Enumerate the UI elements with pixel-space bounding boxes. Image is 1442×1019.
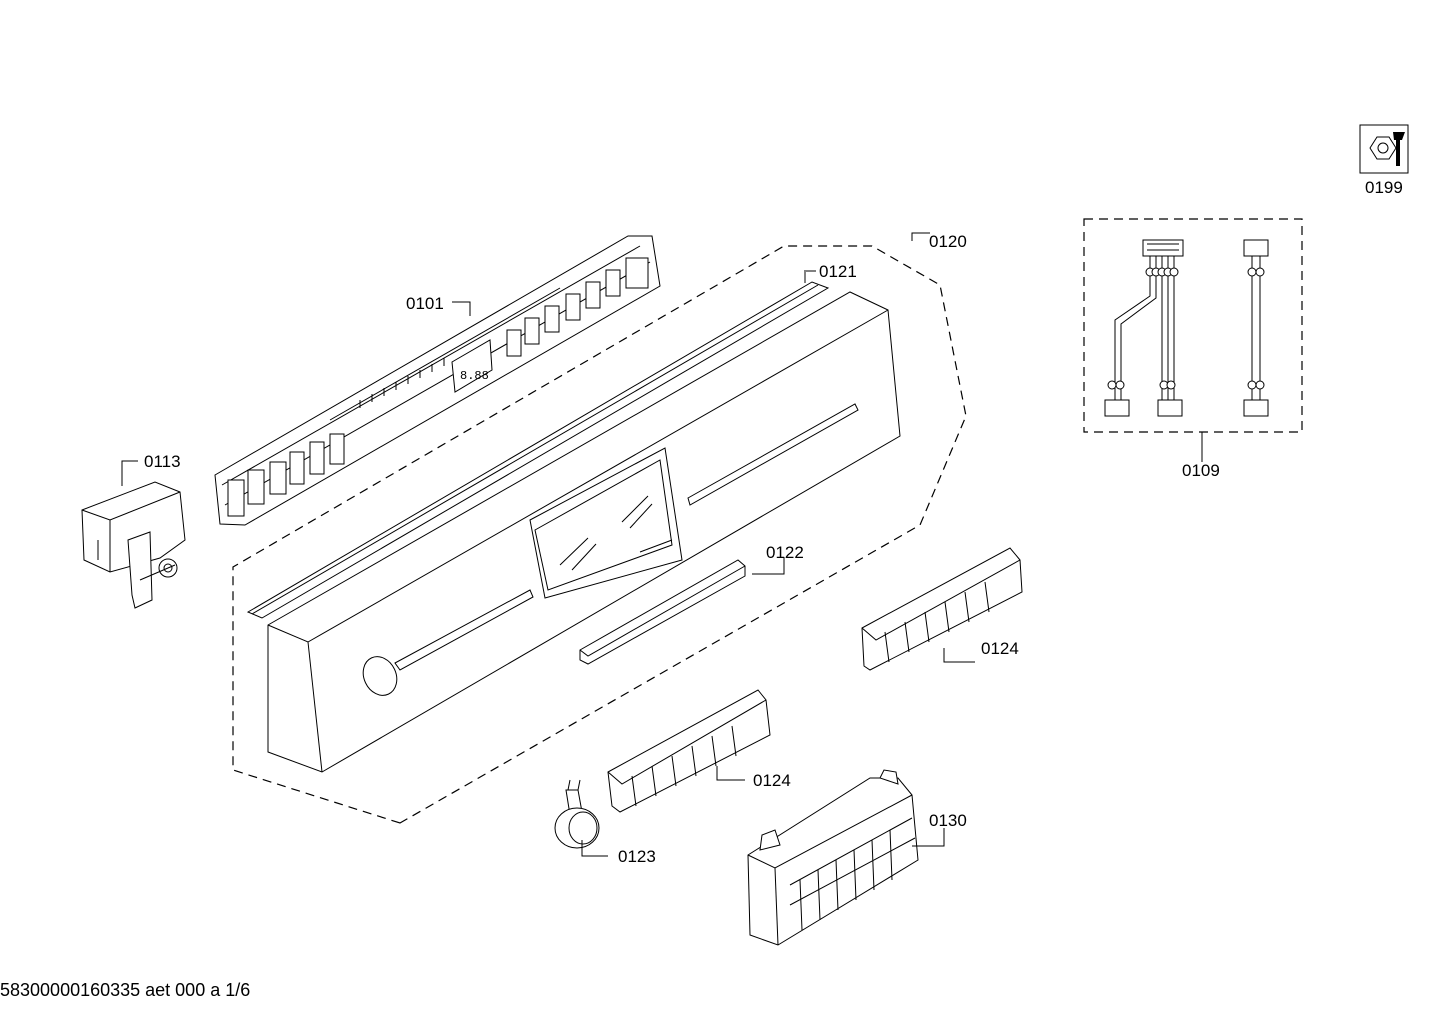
label-0124-right: 0124 <box>981 639 1019 658</box>
label-0123: 0123 <box>618 847 656 866</box>
label-0122: 0122 <box>766 543 804 562</box>
label-0101: 0101 <box>406 294 444 313</box>
label-0124-lower: 0124 <box>753 771 791 790</box>
part-0124-button-strip-lower[interactable] <box>607 689 771 813</box>
part-0101-control-board[interactable]: 8.88 <box>214 235 661 526</box>
part-0120-front-panel[interactable] <box>267 291 901 773</box>
leader-lines <box>121 232 1203 857</box>
label-0113: 0113 <box>144 452 181 471</box>
svg-text:8.88: 8.88 <box>460 369 489 383</box>
part-0113-switch-module[interactable] <box>81 481 186 609</box>
part-0121-trim-strip[interactable] <box>246 281 830 619</box>
assembly-0109-outline <box>1083 218 1303 433</box>
part-0123-knob[interactable] <box>554 779 600 849</box>
document-id-footer: 58300000160335 aet 000 a 1/6 <box>0 980 251 1000</box>
label-0199: 0199 <box>1365 178 1403 197</box>
part-0122-cover-bar[interactable] <box>579 559 746 665</box>
label-0120: 0120 <box>929 232 967 251</box>
part-0109-wiring-harness[interactable] <box>1104 239 1269 417</box>
assembly-0120-outline <box>232 245 967 824</box>
part-0130-bracket[interactable] <box>747 769 919 946</box>
label-0109: 0109 <box>1182 461 1220 480</box>
wrench-nut-icon[interactable] <box>1359 124 1409 174</box>
part-0124-button-strip-right[interactable] <box>861 547 1023 671</box>
label-0130: 0130 <box>929 811 967 830</box>
label-0121: 0121 <box>819 262 857 281</box>
